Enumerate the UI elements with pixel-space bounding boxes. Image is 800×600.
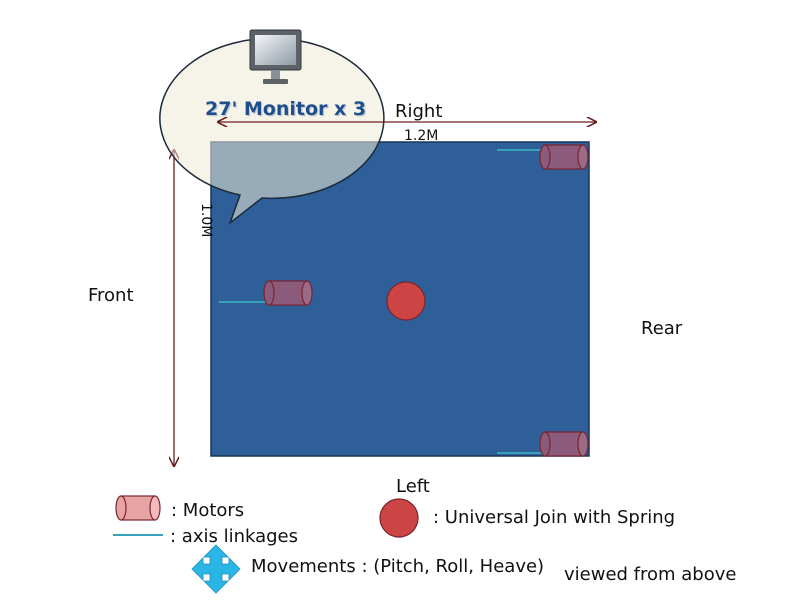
motor-front	[263, 280, 313, 306]
rear-label: Rear	[641, 318, 683, 339]
left-label: Left	[396, 476, 430, 497]
motor-bottom-right	[539, 431, 589, 457]
right-label: Right	[395, 101, 443, 122]
legend-axis-label: : axis linkages	[170, 526, 298, 547]
monitor-callout-text: 27' Monitor x 3	[205, 98, 367, 120]
depth-label: 1.0M	[198, 203, 214, 238]
legend-motors-label: : Motors	[171, 500, 245, 521]
legend-movements-label: Movements : (Pitch, Roll, Heave)	[251, 556, 545, 577]
width-label: 1.2M	[404, 128, 439, 144]
legend-motor-icon	[115, 495, 161, 521]
front-label: Front	[88, 285, 134, 306]
view-note-label: viewed from above	[564, 564, 737, 585]
motor-top-right	[539, 144, 589, 170]
universal-joint	[386, 281, 426, 321]
monitor-icon	[249, 29, 302, 84]
legend-joint-icon	[379, 498, 419, 538]
movement-arrows-icon	[191, 544, 241, 594]
legend-joint-label: : Universal Join with Spring	[433, 507, 676, 528]
